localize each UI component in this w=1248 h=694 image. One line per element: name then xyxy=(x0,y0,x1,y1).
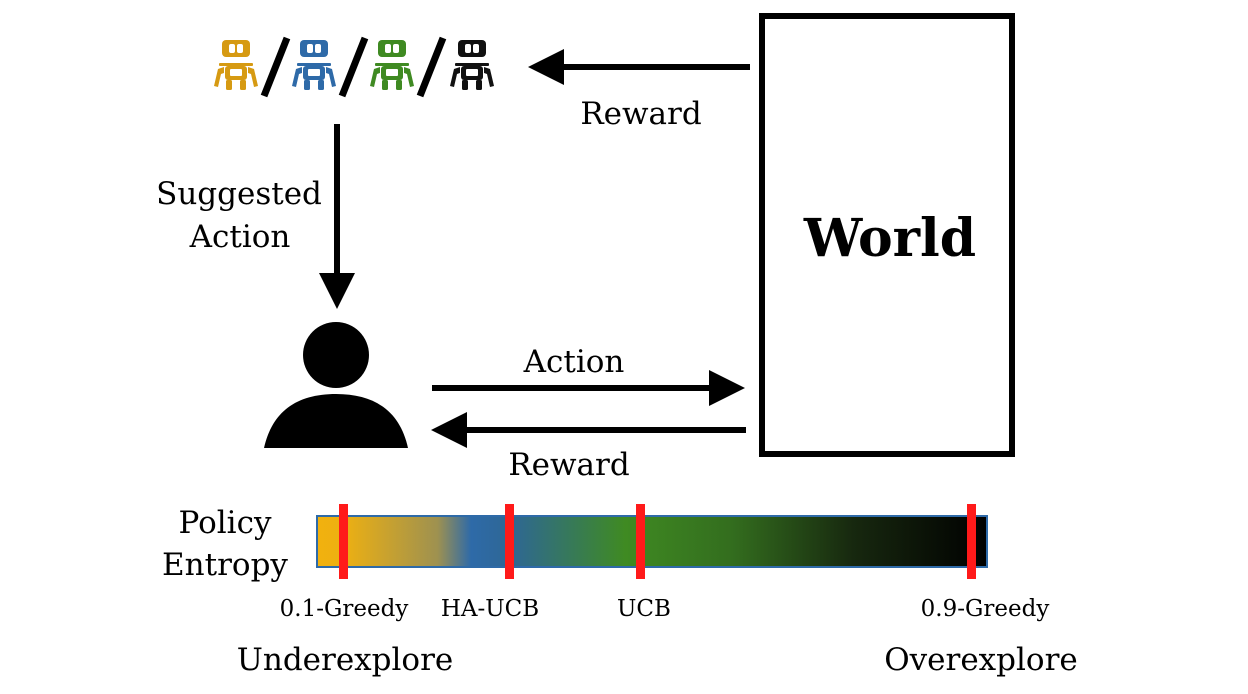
world-label: World xyxy=(803,208,976,269)
separator-slash xyxy=(416,36,447,98)
marker-label-0-1-greedy: 0.1-Greedy xyxy=(280,596,409,622)
entropy-bar-group: Policy Entropy 0.1-Greedy HA-UCB UCB 0.9… xyxy=(162,504,1078,678)
robot-black-icon xyxy=(450,40,494,90)
overexplore-label: Overexplore xyxy=(884,642,1078,678)
world-box xyxy=(759,13,1015,457)
marker-0-1-greedy xyxy=(339,504,348,579)
person-icon xyxy=(264,322,408,448)
separator-slash xyxy=(260,36,291,98)
suggested-action-label-line1: Suggested xyxy=(156,176,322,212)
marker-ha-ucb xyxy=(505,504,514,579)
entropy-label-line2: Entropy xyxy=(162,547,288,583)
reward-top-label: Reward xyxy=(580,96,701,132)
entropy-label-line1: Policy xyxy=(179,505,272,541)
marker-label-ucb: UCB xyxy=(617,596,671,622)
action-label: Action xyxy=(523,344,625,380)
underexplore-label: Underexplore xyxy=(237,642,454,678)
marker-label-0-9-greedy: 0.9-Greedy xyxy=(921,596,1050,622)
world-node: World xyxy=(759,13,1015,457)
separator-slash xyxy=(338,36,369,98)
suggested-action-label-line2: Action xyxy=(189,219,291,255)
entropy-gradient-bar xyxy=(316,515,988,568)
robot-orange-icon xyxy=(214,40,258,90)
marker-ucb xyxy=(636,504,645,579)
robot-green-icon xyxy=(370,40,414,90)
reward-bottom-label: Reward xyxy=(508,447,629,483)
marker-0-9-greedy xyxy=(967,504,976,579)
agent-group xyxy=(214,36,494,98)
marker-label-ha-ucb: HA-UCB xyxy=(441,596,539,622)
robot-blue-icon xyxy=(292,40,336,90)
